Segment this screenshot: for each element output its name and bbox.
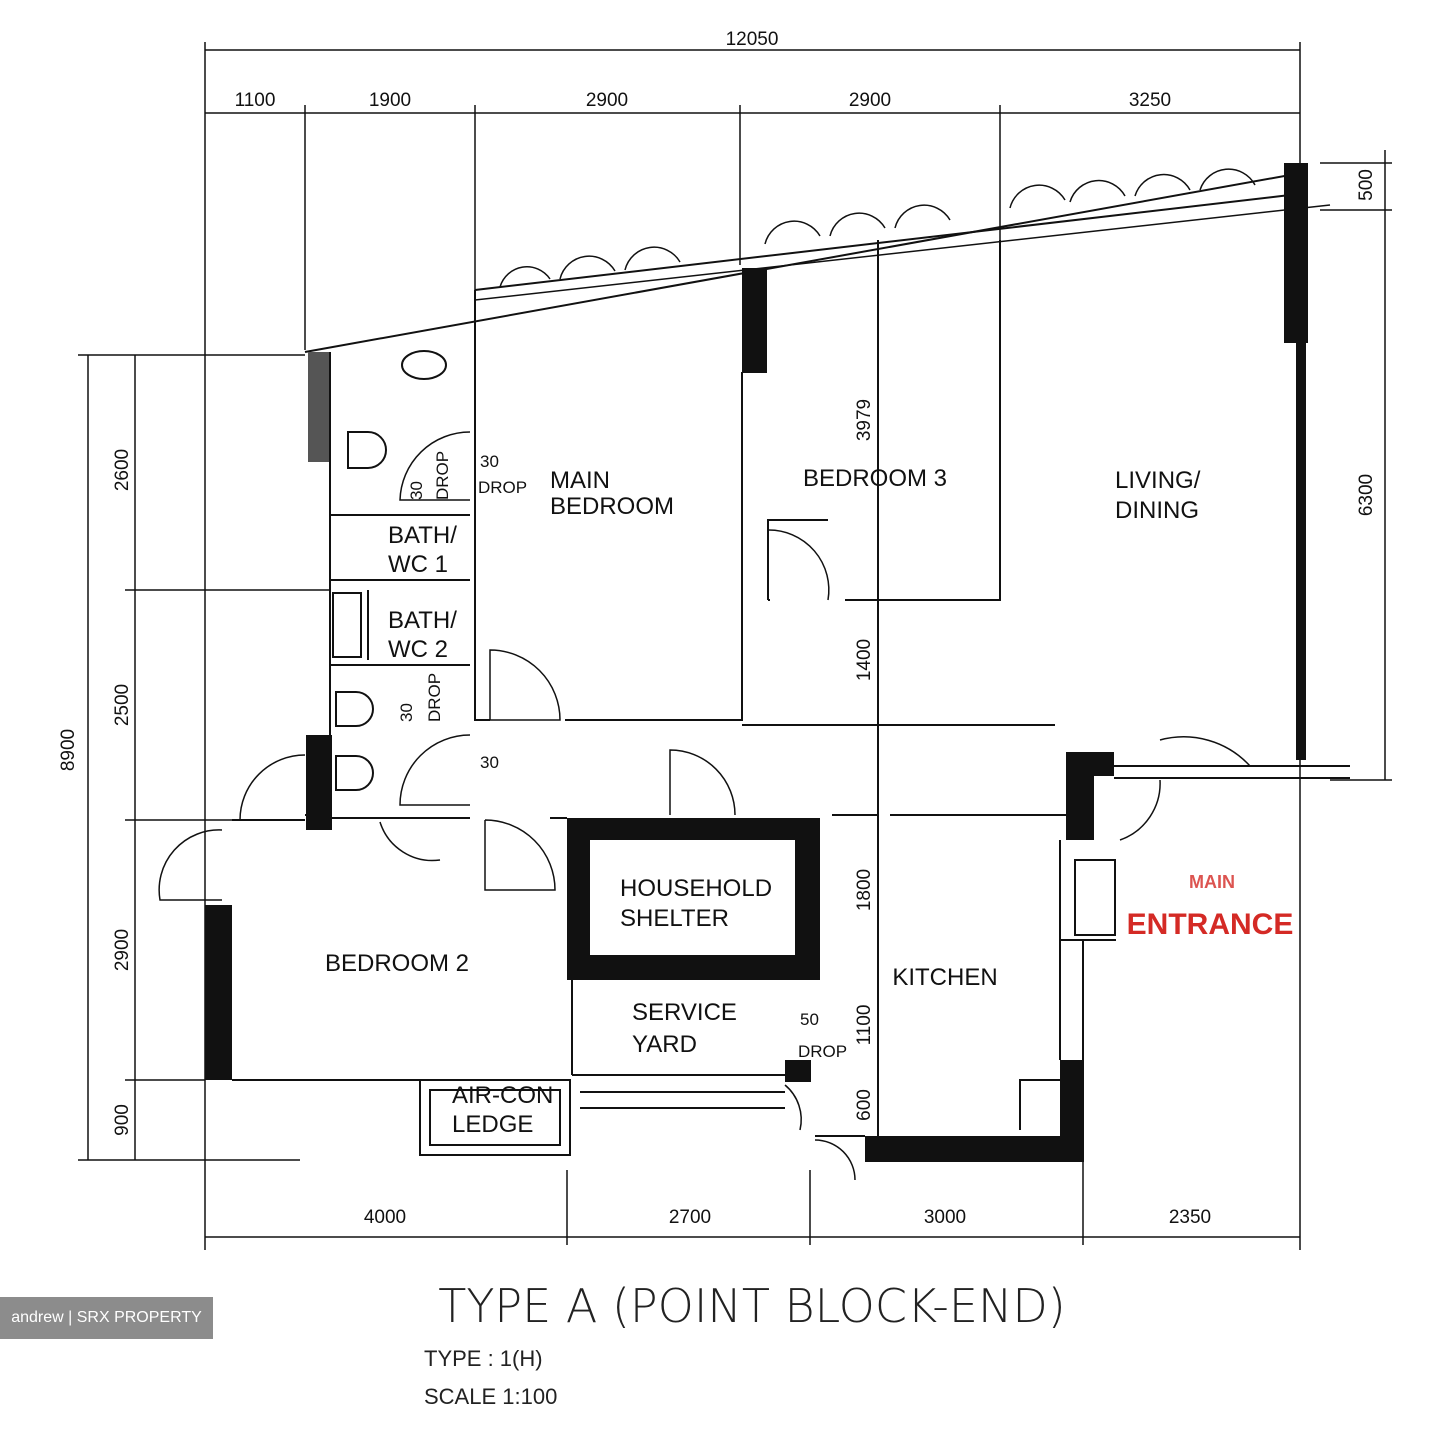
drop-1-label: DROP bbox=[433, 451, 452, 500]
dim-interior-4: 1100 bbox=[854, 1005, 875, 1046]
label-bedroom-3: BEDROOM 3 bbox=[803, 465, 947, 492]
dim-interior-5: 600 bbox=[854, 1089, 875, 1121]
label-kitchen: KITCHEN bbox=[892, 964, 997, 991]
label-main-entrance-1: MAIN bbox=[1189, 872, 1235, 892]
label-shelter-2: SHELTER bbox=[620, 905, 729, 932]
door-swings bbox=[158, 431, 1251, 1181]
drop-3-label: DROP bbox=[425, 673, 444, 722]
dim-top-3: 2900 bbox=[586, 90, 628, 111]
dim-left-total: 8900 bbox=[58, 729, 79, 771]
drop-4-value: 30 bbox=[480, 753, 499, 772]
facade-windows bbox=[304, 168, 1331, 353]
drop-2-value: 30 bbox=[480, 452, 499, 471]
drop-5-value: 50 bbox=[800, 1010, 819, 1029]
dim-left-2: 2500 bbox=[112, 684, 133, 726]
watermark: andrew | SRX PROPERTY bbox=[0, 1297, 213, 1339]
label-bath1-1: BATH/ bbox=[388, 522, 457, 549]
drop-2-label: DROP bbox=[478, 478, 527, 497]
label-bath2-1: BATH/ bbox=[388, 607, 457, 634]
label-main-bedroom-1: MAIN bbox=[550, 467, 610, 494]
dim-top-5: 3250 bbox=[1129, 90, 1171, 111]
dim-left-1: 2600 bbox=[112, 449, 133, 491]
plan-title: TYPE A (POINT BLOCK-END) bbox=[438, 1279, 1066, 1333]
label-main-bedroom-2: BEDROOM bbox=[550, 493, 674, 520]
plan-scale: SCALE 1:100 bbox=[424, 1384, 557, 1409]
label-bath2-2: WC 2 bbox=[388, 636, 448, 663]
dim-top-4: 2900 bbox=[849, 90, 891, 111]
label-main-entrance-2: ENTRANCE bbox=[1127, 908, 1294, 941]
dim-left-3: 2900 bbox=[112, 929, 133, 971]
label-living-1: LIVING/ bbox=[1115, 467, 1201, 494]
dim-right-1: 500 bbox=[1356, 169, 1377, 201]
label-living-2: DINING bbox=[1115, 497, 1199, 524]
dim-left-4: 900 bbox=[112, 1104, 133, 1136]
dim-interior-3: 1800 bbox=[854, 869, 875, 911]
dim-bottom-4: 2350 bbox=[1169, 1207, 1211, 1228]
plan-type: TYPE : 1(H) bbox=[424, 1346, 543, 1371]
dim-interior-1: 3979 bbox=[854, 399, 875, 441]
dim-top-2: 1900 bbox=[369, 90, 411, 111]
dim-top-total: 12050 bbox=[726, 29, 779, 50]
dimension-lines bbox=[78, 42, 1392, 1250]
dim-interior-2: 1400 bbox=[854, 639, 875, 681]
label-aircon-1: AIR-CON bbox=[452, 1082, 553, 1109]
label-aircon-2: LEDGE bbox=[452, 1111, 533, 1138]
dim-bottom-3: 3000 bbox=[924, 1207, 966, 1228]
dim-right-2: 6300 bbox=[1356, 474, 1377, 516]
dim-bottom-2: 2700 bbox=[669, 1207, 711, 1228]
label-shelter-1: HOUSEHOLD bbox=[620, 875, 772, 902]
label-service-1: SERVICE bbox=[632, 999, 737, 1026]
drop-1-value: 30 bbox=[407, 481, 426, 500]
dim-top-1: 1100 bbox=[235, 90, 276, 111]
partitions bbox=[232, 240, 1350, 1156]
walls bbox=[205, 163, 1308, 1162]
dim-bottom-1: 4000 bbox=[364, 1207, 406, 1228]
label-bedroom-2: BEDROOM 2 bbox=[325, 950, 469, 977]
label-service-2: YARD bbox=[632, 1031, 697, 1058]
label-bath1-2: WC 1 bbox=[388, 551, 448, 578]
drop-5-label: DROP bbox=[798, 1042, 847, 1061]
drop-3-value: 30 bbox=[397, 703, 416, 722]
